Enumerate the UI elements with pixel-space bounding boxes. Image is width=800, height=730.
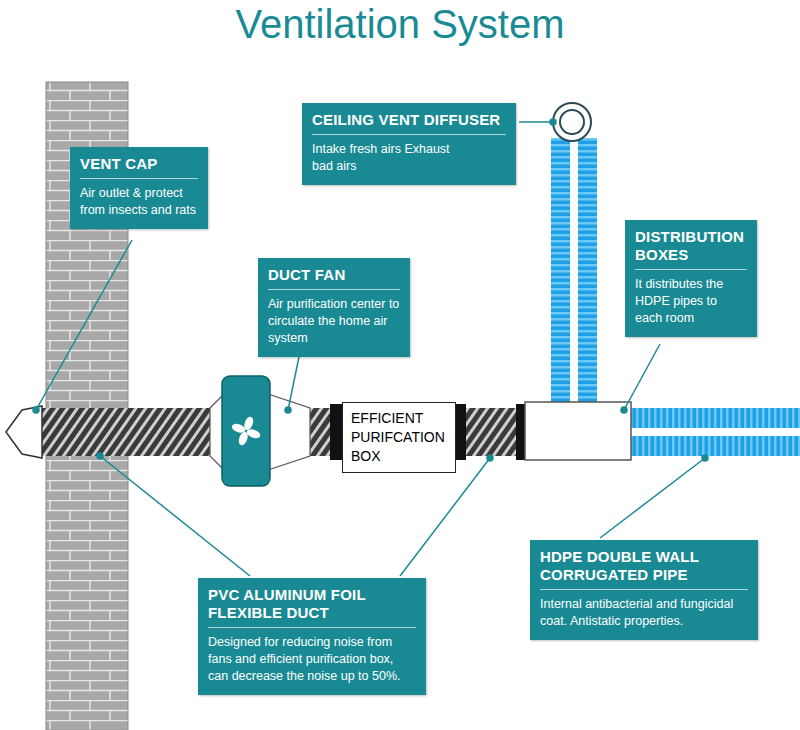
callout-heading: DISTRIBUTION BOXES xyxy=(635,228,747,270)
callout-box: VENT CAP Air outlet & protect from insect… xyxy=(70,147,208,229)
ceiling-diffuser xyxy=(553,103,591,141)
callout-box: CEILING VENT DIFFUSER Intake fresh airs E… xyxy=(302,103,516,185)
flexible-duct xyxy=(465,408,519,456)
callout-heading: HDPE DOUBLE WALL CORRUGATED PIPE xyxy=(540,548,748,590)
callout-body: It distributes the HDPE pipes to each ro… xyxy=(635,276,747,327)
hdpe-pipe xyxy=(628,408,800,428)
callout-box: PVC ALUMINUM FOIL FLEXIBLE DUCT Designed … xyxy=(198,578,426,695)
callout-body: Designed for reducing noise from fans an… xyxy=(208,634,416,685)
box-label: EFFICIENT PURIFCATION BOX xyxy=(351,409,447,466)
hdpe-pipe xyxy=(628,436,800,456)
distribution-box xyxy=(525,402,631,460)
duct-fan xyxy=(222,376,270,486)
callout-heading: PVC ALUMINUM FOIL FLEXIBLE DUCT xyxy=(208,586,416,628)
flexible-duct xyxy=(40,408,212,456)
ceiling-diffuser xyxy=(560,110,584,134)
leader-lines xyxy=(33,119,708,576)
callout-body: Internal antibacterial and fungicidal co… xyxy=(540,596,748,630)
callout-heading: DUCT FAN xyxy=(268,266,400,290)
hdpe-pipe xyxy=(551,138,570,406)
callout-body: Intake fresh airs Exhaust bad airs xyxy=(312,141,452,175)
clamp-band xyxy=(330,404,342,460)
callout-body: Air purification center to circulate the… xyxy=(268,296,400,347)
vent-cap xyxy=(6,406,42,458)
callout-box: DISTRIBUTION BOXES It distributes the HDP… xyxy=(625,220,757,337)
purification-box: EFFICIENT PURIFCATION BOX xyxy=(342,402,456,473)
callout-heading: CEILING VENT DIFFUSER xyxy=(312,111,506,135)
callout-box: DUCT FAN Air purification center to circu… xyxy=(258,258,410,357)
diagram-title: Ventilation System xyxy=(0,2,800,47)
callout-box: HDPE DOUBLE WALL CORRUGATED PIPE Internal… xyxy=(530,540,758,640)
hdpe-pipe xyxy=(578,138,597,406)
callout-body: Air outlet & protect from insects and ra… xyxy=(80,185,198,219)
fan-icon xyxy=(231,416,262,447)
callout-heading: VENT CAP xyxy=(80,155,198,179)
